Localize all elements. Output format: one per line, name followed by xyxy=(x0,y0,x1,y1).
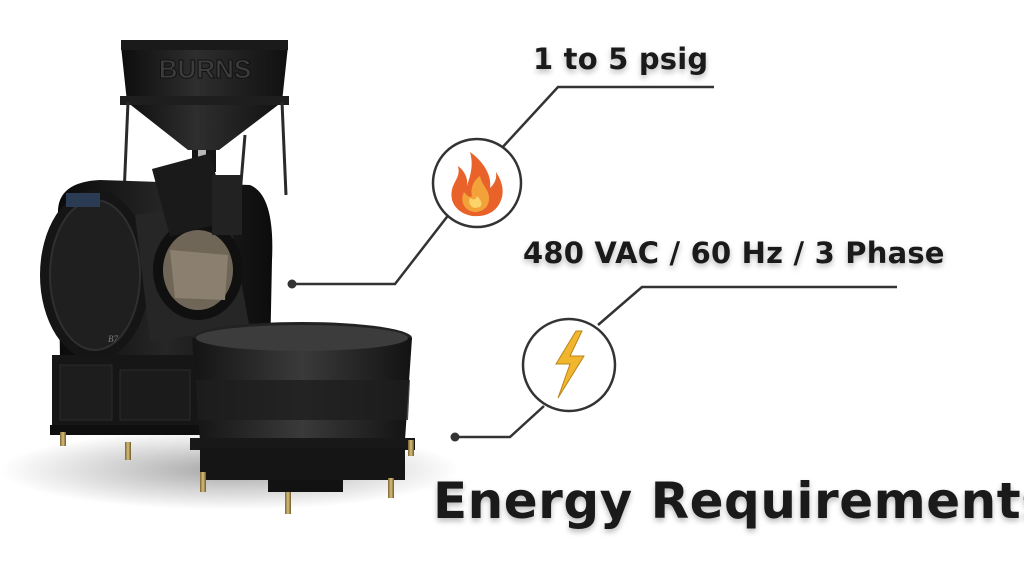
cooling-tray xyxy=(190,322,415,492)
flame-icon xyxy=(431,137,523,229)
hopper-brand-lettering: BURNS xyxy=(159,54,251,84)
svg-text:B7: B7 xyxy=(108,334,118,344)
gas-pressure-value: 1 to 5 psig xyxy=(533,42,709,76)
roaster-body: B7 xyxy=(40,153,273,360)
roaster-base xyxy=(50,355,210,435)
power-leader-line xyxy=(455,285,897,439)
gas-leader-dot xyxy=(287,279,297,289)
electrical-supply-value: 480 VAC / 60 Hz / 3 Phase xyxy=(523,236,945,270)
leveling-feet xyxy=(60,432,414,514)
page-title: Energy Requirements xyxy=(433,472,1024,530)
gas-leader-line xyxy=(292,85,714,286)
lightning-bolt-icon xyxy=(521,317,617,413)
power-leader-dot xyxy=(450,432,460,442)
